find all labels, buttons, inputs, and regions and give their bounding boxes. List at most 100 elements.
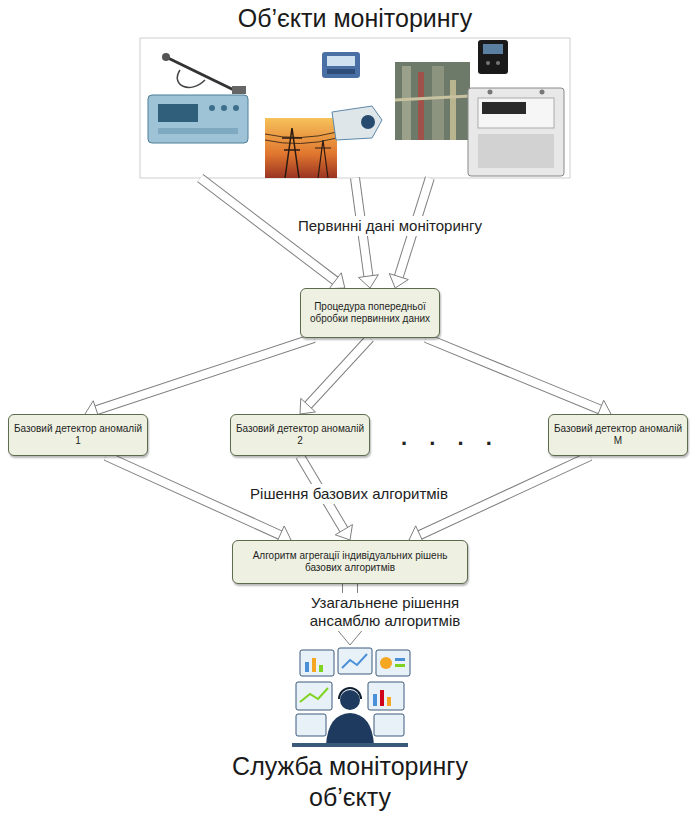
meter-photo-part <box>478 98 554 128</box>
controller-photo-part <box>221 105 227 111</box>
box-label: Процедура попередньої обробки первинних … <box>306 301 434 326</box>
detector-box: Базовий детектор аномалій 1 <box>8 414 148 456</box>
operator-icon <box>292 648 410 747</box>
logger-photo <box>322 52 360 78</box>
power-line-photo-part <box>282 128 302 178</box>
meter-photo-part <box>488 90 493 95</box>
arrow-outline <box>426 338 601 410</box>
box-label: Базовий детектор аномалій 2 <box>236 423 364 448</box>
controller-photo-part <box>148 95 248 143</box>
detector-box: Базовий детектор аномалій 2 <box>230 414 370 456</box>
meter-photo <box>468 88 564 176</box>
operator-icon-part <box>373 694 377 706</box>
industrial-photo-part <box>432 66 444 140</box>
operator-icon-part <box>305 662 309 672</box>
operator-icon-part <box>319 665 323 672</box>
industrial-photo-part <box>450 80 456 140</box>
controller-photo-part <box>209 105 215 111</box>
equipment-collage-part <box>140 38 570 178</box>
logger-photo-part <box>327 69 355 74</box>
arrow-head <box>329 273 345 289</box>
flow-arrow <box>426 338 611 419</box>
operator-icon-part <box>368 682 404 710</box>
arrow-outline <box>307 338 370 406</box>
operator-icon-part <box>376 650 410 676</box>
operator-icon-part <box>380 657 392 669</box>
operator-icon-part <box>374 714 404 736</box>
box-label: Базовий детектор аномалій М <box>554 423 682 448</box>
operator-icon-part <box>300 650 334 676</box>
probe-photo-part <box>232 86 246 94</box>
controller-photo-part <box>158 104 198 122</box>
operator-icon-part <box>292 743 408 747</box>
handheld-photo-part <box>478 40 508 74</box>
controller-photo-part <box>158 128 238 134</box>
operator-icon-part <box>296 714 326 736</box>
operator-icon-part <box>296 682 332 710</box>
meter-photo-part <box>540 90 545 95</box>
probe-photo-part <box>162 53 170 61</box>
industrial-photo <box>395 62 470 140</box>
flow-label: Рішення базових алгоритмів <box>247 484 451 504</box>
operator-icon-part <box>387 697 391 706</box>
camera-photo-part <box>332 106 382 140</box>
meter-photo-part <box>482 102 526 114</box>
flow-label: Узагальнене рішення ансамблю алгоритмів <box>285 593 485 631</box>
probe-photo <box>162 53 246 94</box>
operator-icon-part <box>326 713 374 745</box>
arrow-head <box>389 274 408 288</box>
power-line-photo-part <box>265 132 337 144</box>
box-label: Базовий детектор аномалій 1 <box>14 423 142 448</box>
process-box: Процедура попередньої обробки первинних … <box>300 288 440 338</box>
operator-icon-part <box>338 648 372 674</box>
flow-label: Первинні дані моніторингу <box>295 216 485 236</box>
operator-icon-part <box>395 664 405 667</box>
meter-photo-part <box>468 88 564 176</box>
operator-icon-part <box>395 658 405 661</box>
power-line-photo-part <box>315 140 331 178</box>
arrow-head <box>358 275 378 288</box>
power-line-photo <box>265 118 337 178</box>
controller-photo-part <box>233 105 239 111</box>
handheld-photo-part <box>483 44 503 54</box>
arrow-body <box>95 338 314 411</box>
ellipsis-mark: . . . . <box>398 424 503 452</box>
meter-photo-part <box>478 134 554 168</box>
arrow-body <box>426 338 601 410</box>
logger-photo-part <box>327 56 355 66</box>
panel-heading: Служба моніторингу об’єкту <box>200 751 500 814</box>
industrial-photo-part <box>395 62 470 140</box>
box-label: Алгоритм агрегації індивідуальних рішень… <box>238 550 462 575</box>
industrial-photo-part <box>402 66 411 140</box>
operator-icon-part <box>339 688 361 699</box>
arrow-head <box>300 398 315 414</box>
arrow-outline <box>95 338 314 411</box>
arrow-head <box>335 525 352 540</box>
operator-icon-part <box>340 690 360 710</box>
industrial-photo-part <box>395 96 470 100</box>
equipment-panel: Об’єкти моніторингу <box>140 0 570 178</box>
flow-arrow <box>300 338 370 414</box>
arrow-body <box>307 338 370 406</box>
aggregation-box: Алгоритм агрегації індивідуальних рішень… <box>232 540 468 584</box>
camera-photo <box>332 106 382 140</box>
operator-icon-part <box>342 654 367 668</box>
detector-box: Базовий детектор аномалій М <box>548 414 688 456</box>
probe-photo-part <box>177 70 205 87</box>
operator-icon-part <box>380 690 384 706</box>
probe-photo-part <box>168 58 238 92</box>
handheld-photo-part <box>486 61 490 65</box>
flow-arrow <box>85 338 314 420</box>
camera-photo-part <box>361 115 375 129</box>
power-line-photo-part <box>265 118 337 178</box>
panel-heading: Об’єкти моніторингу <box>140 0 570 36</box>
equipment-collage <box>140 38 570 178</box>
operator-panel: Служба моніторингу об’єкту <box>200 645 500 814</box>
controller-photo <box>148 95 248 143</box>
handheld-photo-part <box>496 61 500 65</box>
operator-icon-part <box>312 658 316 672</box>
logger-photo-part <box>322 52 360 78</box>
